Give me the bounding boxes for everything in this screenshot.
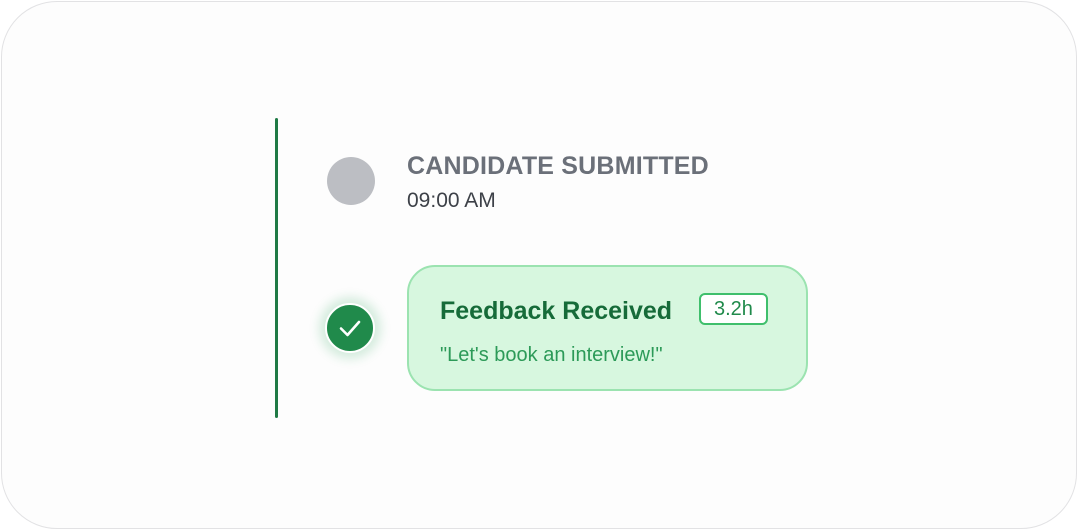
- feedback-card: Feedback Received 3.2h "Let's book an in…: [407, 265, 808, 391]
- pending-step-icon: [327, 157, 375, 205]
- timeline-line: [275, 118, 278, 418]
- step-title: CANDIDATE SUBMITTED: [407, 152, 709, 180]
- feedback-title: Feedback Received: [440, 297, 673, 325]
- duration-badge: 3.2h: [699, 293, 768, 325]
- feedback-message: "Let's book an interview!": [440, 344, 663, 366]
- step-time: 09:00 AM: [407, 189, 496, 212]
- check-icon: [325, 303, 375, 353]
